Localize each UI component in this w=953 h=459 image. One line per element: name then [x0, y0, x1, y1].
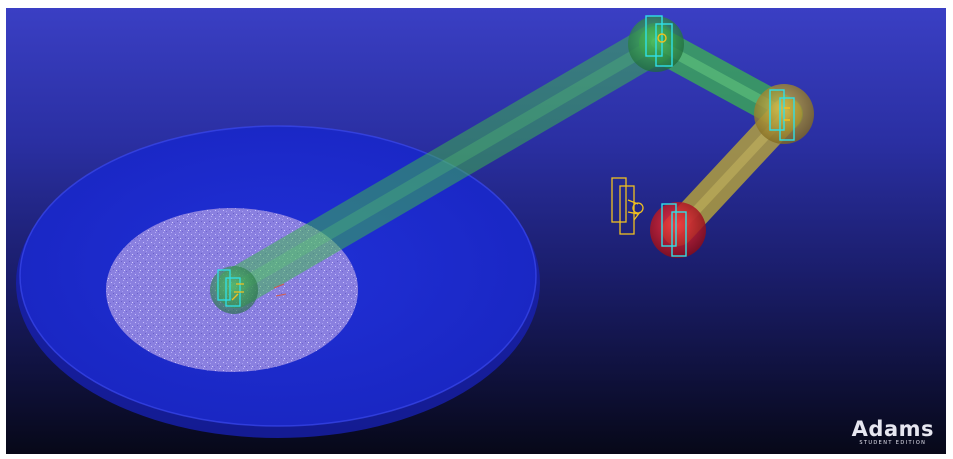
revolute-joint-icon — [645, 15, 673, 67]
revolute-joint-icon — [769, 89, 795, 141]
adams-watermark-logo: Adams STUDENT EDITION — [852, 418, 934, 446]
watermark-brand: Adams — [851, 417, 934, 441]
motion-marker-icon — [273, 283, 287, 297]
revolute-joint-icon — [661, 203, 687, 257]
link-1[interactable] — [216, 23, 676, 308]
joint-ground[interactable] — [210, 266, 287, 314]
joint-red[interactable] — [611, 177, 706, 258]
3d-view-window[interactable]: Adams STUDENT EDITION — [6, 8, 946, 454]
watermark-edition: STUDENT EDITION — [859, 440, 927, 446]
joint-right[interactable] — [754, 84, 814, 144]
revolute-joint-icon — [217, 269, 244, 307]
joint-top[interactable] — [628, 15, 684, 72]
motion-marker-icon — [611, 177, 644, 235]
model-scene[interactable] — [6, 8, 946, 454]
